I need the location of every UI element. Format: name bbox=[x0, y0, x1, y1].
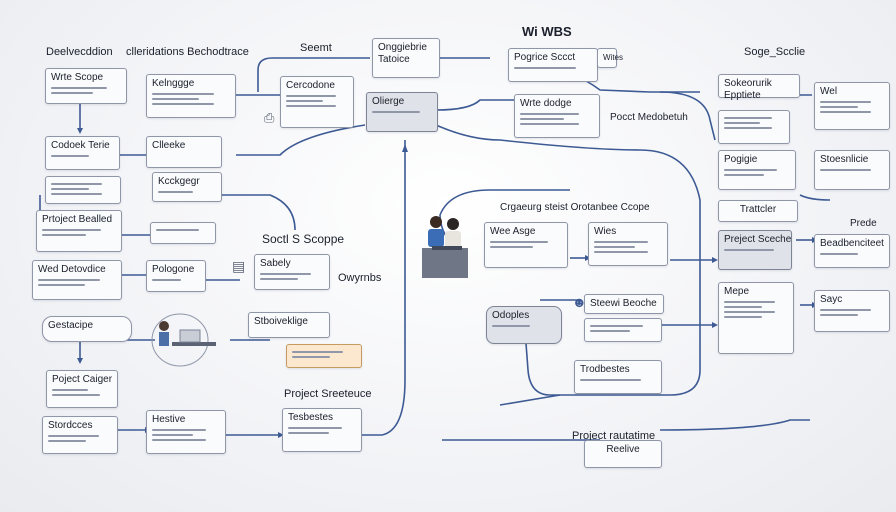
node-trodbes[interactable]: Trodbestes bbox=[574, 360, 662, 394]
node-projict[interactable]: Prtoject Bealled bbox=[36, 210, 122, 252]
node-kceckger-sub[interactable] bbox=[150, 222, 216, 244]
node-odoples[interactable]: Odoples bbox=[486, 306, 562, 344]
node-codoek-sub[interactable] bbox=[45, 176, 121, 204]
node-kceckger[interactable]: Kcckgegr bbox=[152, 172, 222, 202]
heading-pcct: Pocct Medobetuh bbox=[610, 112, 688, 123]
label-prede: Prede bbox=[850, 218, 877, 229]
heading-project-rautatime: Project rautatime bbox=[572, 430, 656, 442]
node-mepe[interactable]: Mepe bbox=[718, 282, 794, 354]
node-reelive[interactable]: Reelive bbox=[584, 440, 662, 468]
heading-crganzing: Crgaeurg steist Orotanbee Ccope bbox=[500, 202, 650, 213]
desk-illustration bbox=[150, 312, 220, 368]
node-prejoct-sceche[interactable]: Preject Sceche bbox=[718, 230, 792, 270]
node-highlight[interactable] bbox=[286, 344, 362, 368]
node-wies[interactable]: Wies bbox=[588, 222, 668, 266]
node-poggie[interactable]: Pogigie bbox=[718, 150, 796, 190]
node-wites[interactable]: Wites bbox=[597, 48, 623, 68]
node-pcct-box[interactable] bbox=[718, 110, 790, 144]
node-wel[interactable]: Wel bbox=[814, 82, 890, 130]
node-hestive[interactable]: Hestive bbox=[146, 410, 226, 454]
node-sabely[interactable]: Sabely bbox=[254, 254, 330, 290]
document-icon: ▤ bbox=[232, 258, 246, 274]
user-icon: ☻ bbox=[572, 294, 587, 310]
node-gestacipe[interactable]: Gestacipe bbox=[42, 316, 132, 342]
node-write-scope[interactable]: Wrte Scope bbox=[45, 68, 127, 104]
node-wed-detovdice[interactable]: Wed Detovdice bbox=[32, 260, 122, 300]
team-illustration bbox=[420, 212, 470, 280]
node-beadbenciteet[interactable]: Beadbenciteet bbox=[814, 234, 890, 268]
node-poject-caiger[interactable]: Poject Caiger bbox=[46, 370, 118, 408]
node-stordcces[interactable]: Stordcces bbox=[42, 416, 118, 454]
node-pologone[interactable]: Pologone bbox=[146, 260, 206, 292]
node-trattcler[interactable]: Trattcler bbox=[718, 200, 798, 222]
node-stbotiveklige[interactable]: Stboiveklige bbox=[248, 312, 330, 338]
node-tesbestes[interactable]: Tesbestes bbox=[282, 408, 362, 452]
node-stesewi-sub[interactable] bbox=[584, 318, 662, 342]
node-codoek[interactable]: Codoek Terie bbox=[45, 136, 120, 170]
node-kelngge[interactable]: Kelnggge bbox=[146, 74, 236, 118]
node-stesewi[interactable]: Steewi Beoche bbox=[584, 294, 664, 314]
heading-deelvecddion: Deelvecddion bbox=[46, 46, 113, 58]
heading-project-structure: Project Sreeteuce bbox=[284, 388, 372, 400]
node-pogrice[interactable]: Pogrice Sccct bbox=[508, 48, 598, 82]
node-sotcenlitie[interactable]: Stoesnlicie bbox=[814, 150, 890, 190]
node-cllecke[interactable]: Clleeke bbox=[146, 136, 222, 168]
node-olierge[interactable]: Olierge bbox=[366, 92, 438, 132]
node-wrte-dodge[interactable]: Wrte dodge bbox=[514, 94, 600, 138]
heading-center-title: Wi WBS bbox=[522, 24, 572, 39]
heading-top-right: Soge_Scclie bbox=[744, 46, 806, 58]
node-wee-asge[interactable]: Wee Asge bbox=[484, 222, 568, 268]
node-sayc[interactable]: Sayc bbox=[814, 290, 890, 332]
node-cercodone[interactable]: Cercodone bbox=[280, 76, 354, 128]
heading-owyrnbs: Owyrnbs bbox=[338, 272, 382, 284]
heading-project-scope: Soctl S Scoppe bbox=[262, 232, 345, 246]
printer-icon: ⎙ bbox=[264, 110, 275, 125]
heading-search: Seemt bbox=[300, 42, 332, 54]
heading-clleridations: clleridations Bechodtrace bbox=[126, 46, 249, 58]
